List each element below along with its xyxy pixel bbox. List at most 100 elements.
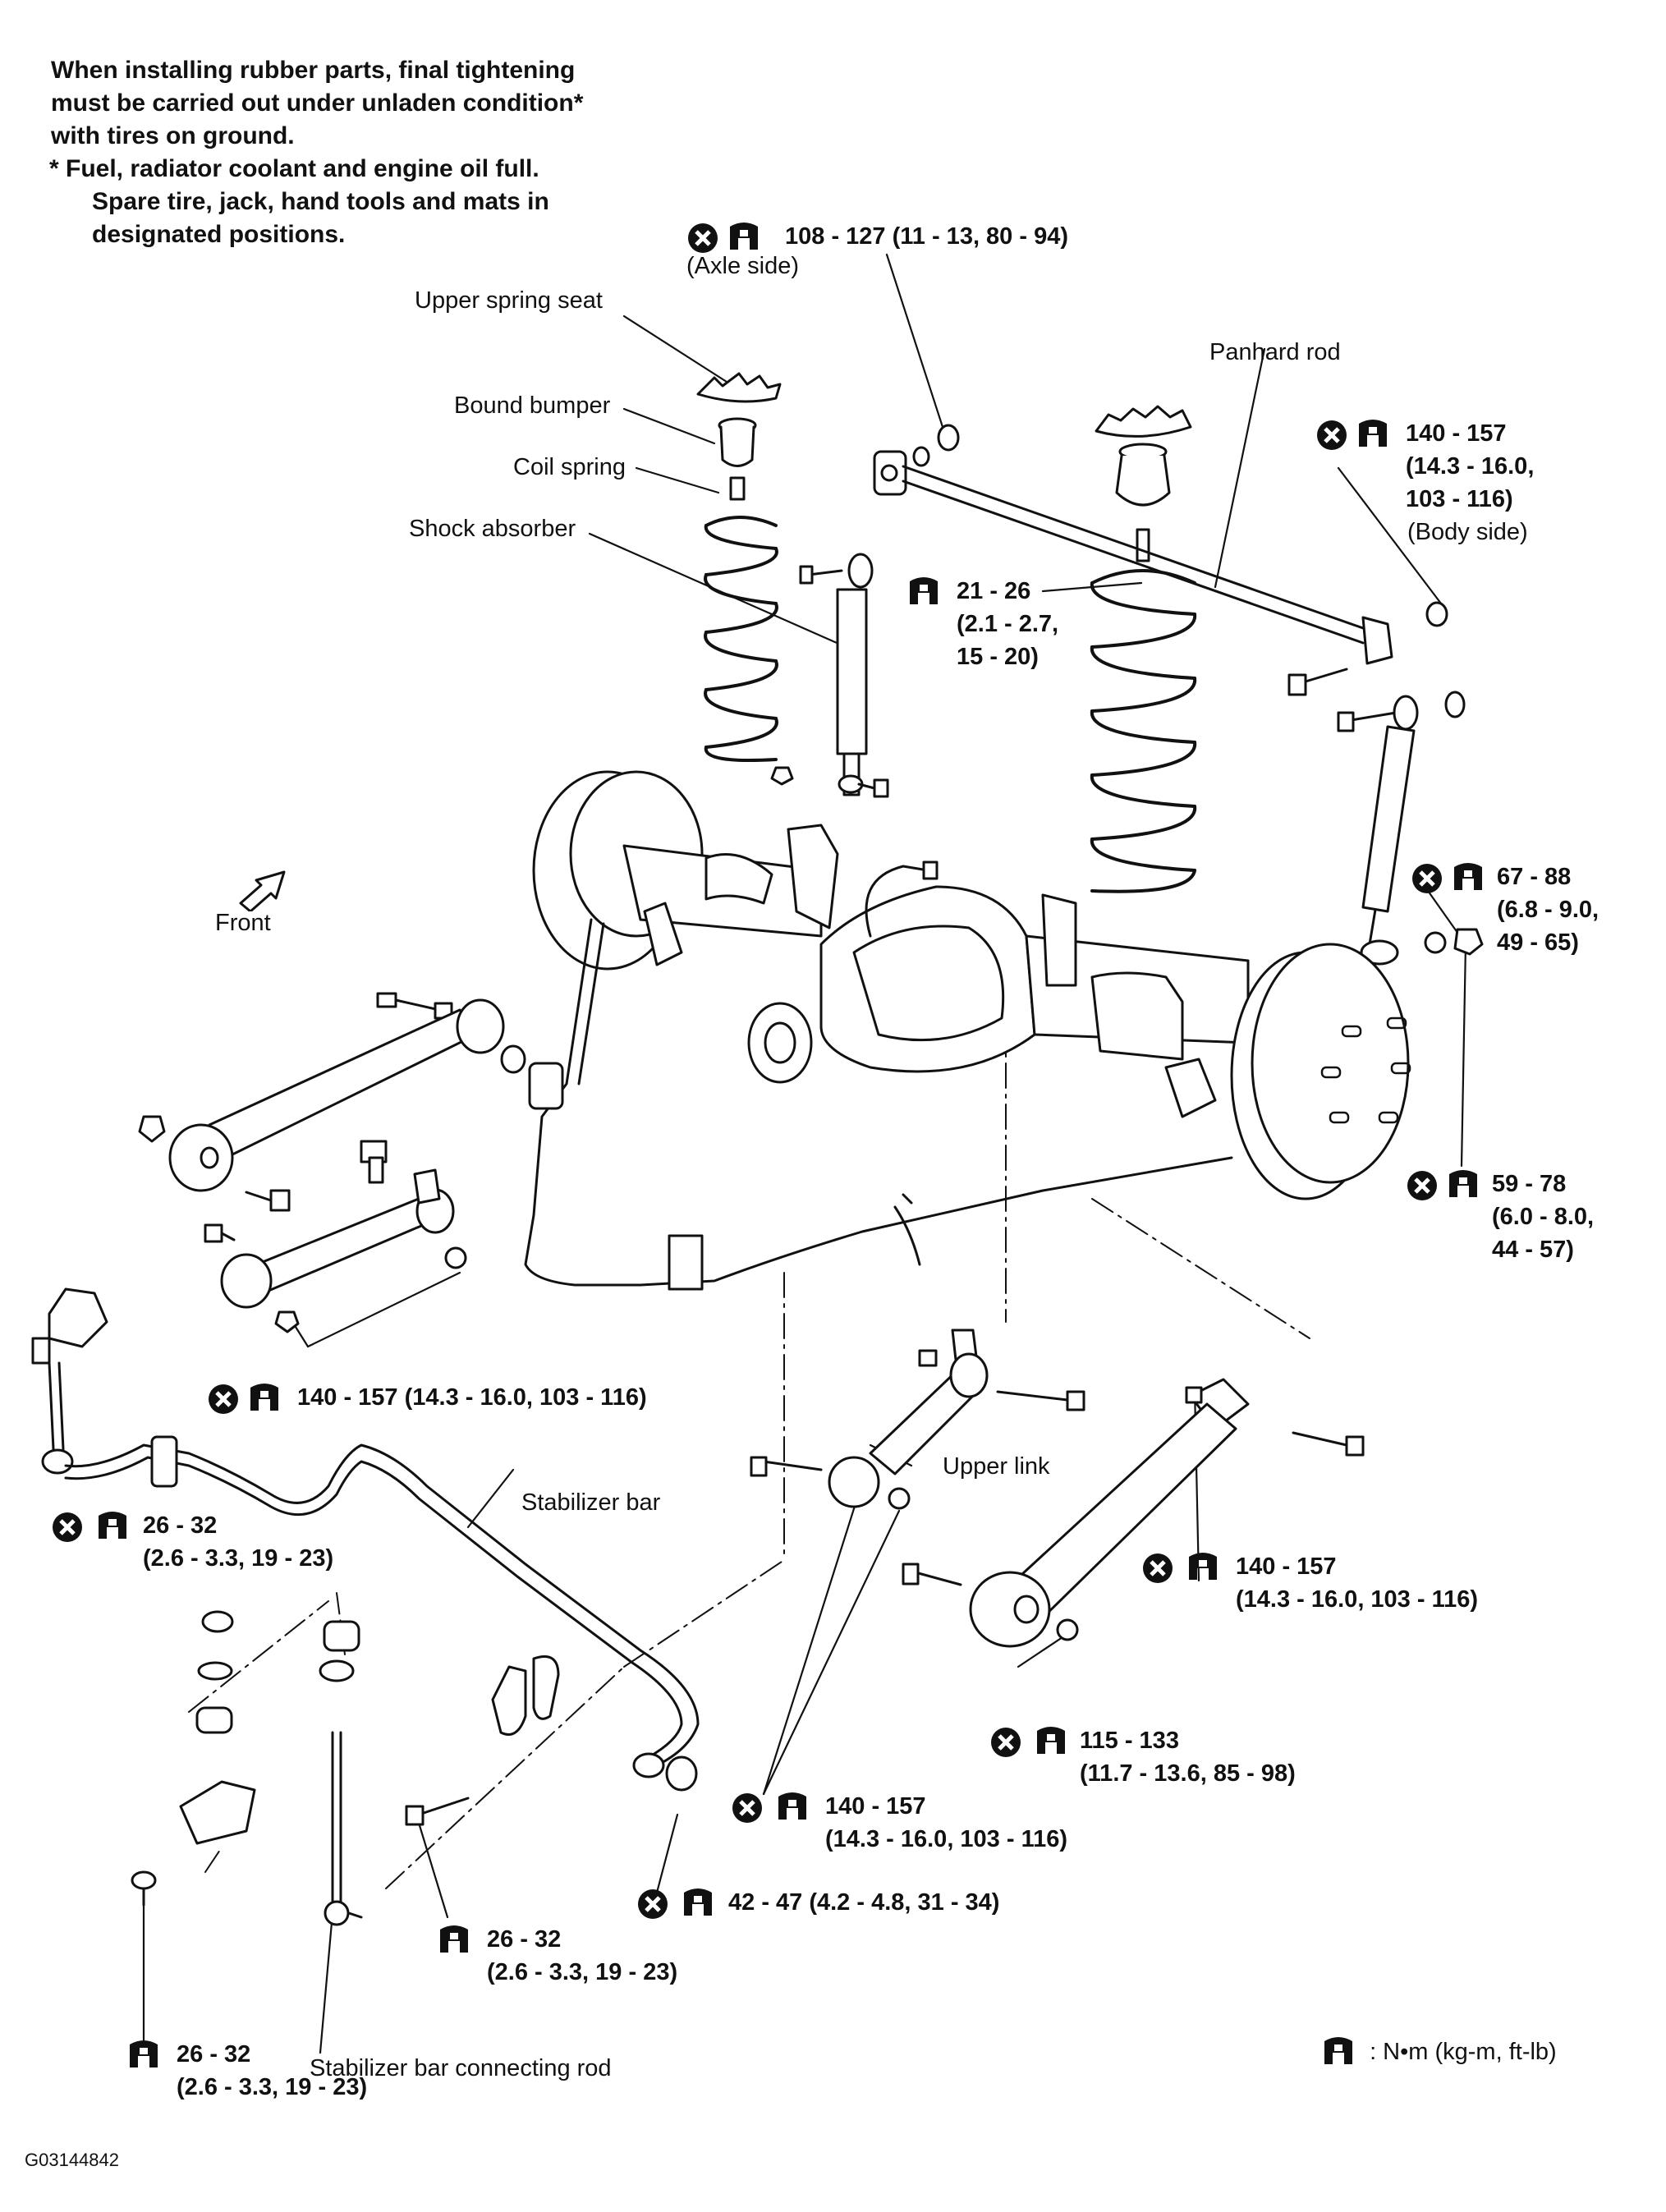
torque-kgm: (2.1 - 2.7,	[957, 611, 1059, 637]
label-stabilizer-connecting-rod: Stabilizer bar connecting rod	[310, 2055, 612, 2081]
upper-link-right	[750, 1329, 1085, 1510]
torque-wrench-icon	[910, 577, 938, 604]
torque-wrench-icon	[778, 1792, 806, 1820]
torque-detail: (11.7 - 13.6, 85 - 98)	[1080, 1760, 1296, 1787]
torque-wrench-icon	[1037, 1727, 1065, 1754]
figure-id: G03144842	[25, 2150, 119, 2170]
torque-value: 26 - 32	[143, 1512, 218, 1539]
x-circle-icon	[991, 1728, 1021, 1757]
torque-upper-link-nut: 115 - 133 (11.7 - 13.6, 85 - 98)	[989, 1724, 1296, 1790]
torque-value: 140 - 157	[1236, 1553, 1337, 1580]
torque-lower-link-right: 140 - 157 (14.3 - 16.0, 103 - 116)	[1141, 1550, 1478, 1616]
label-shock-absorber: Shock absorber	[409, 516, 576, 542]
torque-body-side: 140 - 157 (14.3 - 16.0, 103 - 116) (Body…	[1315, 417, 1534, 548]
torque-ftlb: 44 - 57)	[1492, 1237, 1574, 1263]
label-upper-link: Upper link	[943, 1453, 1050, 1480]
note-line-3: with tires on ground.	[51, 122, 295, 149]
shock-absorber-right	[1337, 691, 1484, 966]
label-stabilizer-bar: Stabilizer bar	[521, 1489, 661, 1516]
torque-detail: (2.6 - 3.3, 19 - 23)	[177, 2074, 368, 2100]
torque-ftlb: 103 - 116)	[1406, 486, 1513, 512]
x-circle-icon	[1143, 1553, 1173, 1583]
torque-value: 26 - 32	[487, 1926, 562, 1953]
torque-wrench-icon	[1454, 863, 1482, 890]
torque-detail: (2.6 - 3.3, 19 - 23)	[487, 1959, 678, 1985]
torque-kgm: (6.0 - 8.0,	[1492, 1204, 1595, 1230]
torque-wrench-icon	[440, 1925, 468, 1953]
torque-wrench-icon	[1189, 1553, 1217, 1580]
torque-value: 21 - 26	[957, 578, 1031, 604]
stabilizer-bushing-stack	[131, 1610, 256, 1907]
torque-value: 140 - 157 (14.3 - 16.0, 103 - 116)	[297, 1384, 647, 1411]
coil-spring-left	[704, 516, 778, 762]
torque-drum: 59 - 78 (6.0 - 8.0, 44 - 57)	[1406, 1168, 1594, 1266]
stabilizer-clamp	[405, 1655, 560, 1826]
bound-bumper-left	[718, 417, 757, 501]
torque-lower-link-left: 140 - 157 (14.3 - 16.0, 103 - 116)	[207, 1381, 647, 1414]
torque-wrench-icon	[250, 1384, 278, 1411]
torque-value: 140 - 157	[825, 1793, 926, 1820]
torque-stab-bushing: 26 - 32 (2.6 - 3.3, 19 - 23)	[51, 1509, 333, 1575]
x-circle-icon	[1412, 864, 1442, 893]
torque-wrench-icon	[1449, 1170, 1477, 1197]
x-circle-icon	[732, 1793, 762, 1823]
torque-wrench-icon	[1359, 420, 1387, 447]
torque-value: 42 - 47 (4.2 - 4.8, 31 - 34)	[728, 1889, 1000, 1916]
parking-brake-cable	[524, 918, 1233, 1291]
torque-wrench-icon	[684, 1888, 712, 1916]
torque-value: 115 - 133	[1080, 1728, 1179, 1754]
label-panhard-rod: Panhard rod	[1209, 339, 1341, 365]
stabilizer-bar	[31, 1287, 700, 1792]
torque-detail: (2.6 - 3.3, 19 - 23)	[143, 1545, 334, 1572]
label-upper-spring-seat: Upper spring seat	[415, 287, 603, 314]
lower-link-left-upper	[138, 992, 526, 1212]
wheel-studs	[1320, 1017, 1411, 1124]
torque-value: 140 - 157	[1406, 420, 1507, 447]
rear-axle-housing	[532, 770, 1411, 1200]
torque-note: (Body side)	[1407, 519, 1528, 545]
torque-kgm: (14.3 - 16.0,	[1406, 453, 1535, 480]
phantom-lines	[188, 1021, 1310, 1889]
torque-stab-end-nut: 42 - 47 (4.2 - 4.8, 31 - 34)	[636, 1886, 999, 1919]
label-bound-bumper: Bound bumper	[454, 392, 611, 419]
torque-detail: (14.3 - 16.0, 103 - 116)	[825, 1826, 1068, 1852]
upper-spring-seat-left	[696, 372, 782, 403]
front-arrow-icon	[239, 870, 286, 911]
torque-kgm: (6.8 - 9.0,	[1497, 897, 1599, 923]
torque-spring-nut: 21 - 26 (2.1 - 2.7, 15 - 20)	[907, 575, 1058, 673]
label-coil-spring: Coil spring	[513, 454, 626, 480]
upper-spring-seat-right	[1095, 405, 1192, 562]
torque-ftlb: 15 - 20)	[957, 644, 1039, 670]
note-line-4: * Fuel, radiator coolant and engine oil …	[49, 155, 539, 182]
x-circle-icon	[53, 1512, 82, 1542]
x-circle-icon	[1317, 420, 1347, 450]
lower-link-left-lower	[204, 1168, 467, 1333]
torque-shock-lower: 67 - 88 (6.8 - 9.0, 49 - 65)	[1411, 860, 1599, 959]
torque-axle-side: 108 - 127 (11 - 13, 80 - 94) (Axle side)	[686, 220, 1068, 282]
torque-detail: (14.3 - 16.0, 103 - 116)	[1236, 1586, 1479, 1613]
shock-absorber-left	[799, 553, 889, 798]
torque-legend: : N•m (kg-m, ft-lb)	[1322, 2036, 1557, 2069]
x-circle-icon	[209, 1384, 238, 1414]
torque-stab-bracket: 26 - 32 (2.6 - 3.3, 19 - 23)	[127, 2038, 367, 2104]
note-line-5: Spare tire, jack, hand tools and mats in	[92, 188, 549, 215]
coil-spring-right	[1090, 569, 1197, 893]
note-line-6: designated positions.	[92, 221, 346, 248]
x-circle-icon	[688, 223, 718, 253]
torque-value: 59 - 78	[1492, 1171, 1567, 1197]
torque-upper-link-front: 140 - 157 (14.3 - 16.0, 103 - 116)	[731, 1790, 1067, 1856]
stabilizer-connecting-rod	[319, 1620, 363, 1926]
note-line-1: When installing rubber parts, final tigh…	[51, 57, 576, 84]
torque-wrench-icon	[99, 1512, 126, 1539]
lower-link-right	[902, 1378, 1365, 1648]
torque-value: 108 - 127 (11 - 13, 80 - 94)	[785, 223, 1068, 250]
x-circle-icon	[638, 1889, 668, 1919]
torque-value: 67 - 88	[1497, 864, 1572, 890]
torque-stab-clamp: 26 - 32 (2.6 - 3.3, 19 - 23)	[438, 1923, 677, 1989]
torque-wrench-icon	[130, 2040, 158, 2067]
label-front: Front	[215, 910, 271, 936]
torque-wrench-icon	[1324, 2037, 1352, 2064]
panhard-rod	[873, 424, 1448, 696]
